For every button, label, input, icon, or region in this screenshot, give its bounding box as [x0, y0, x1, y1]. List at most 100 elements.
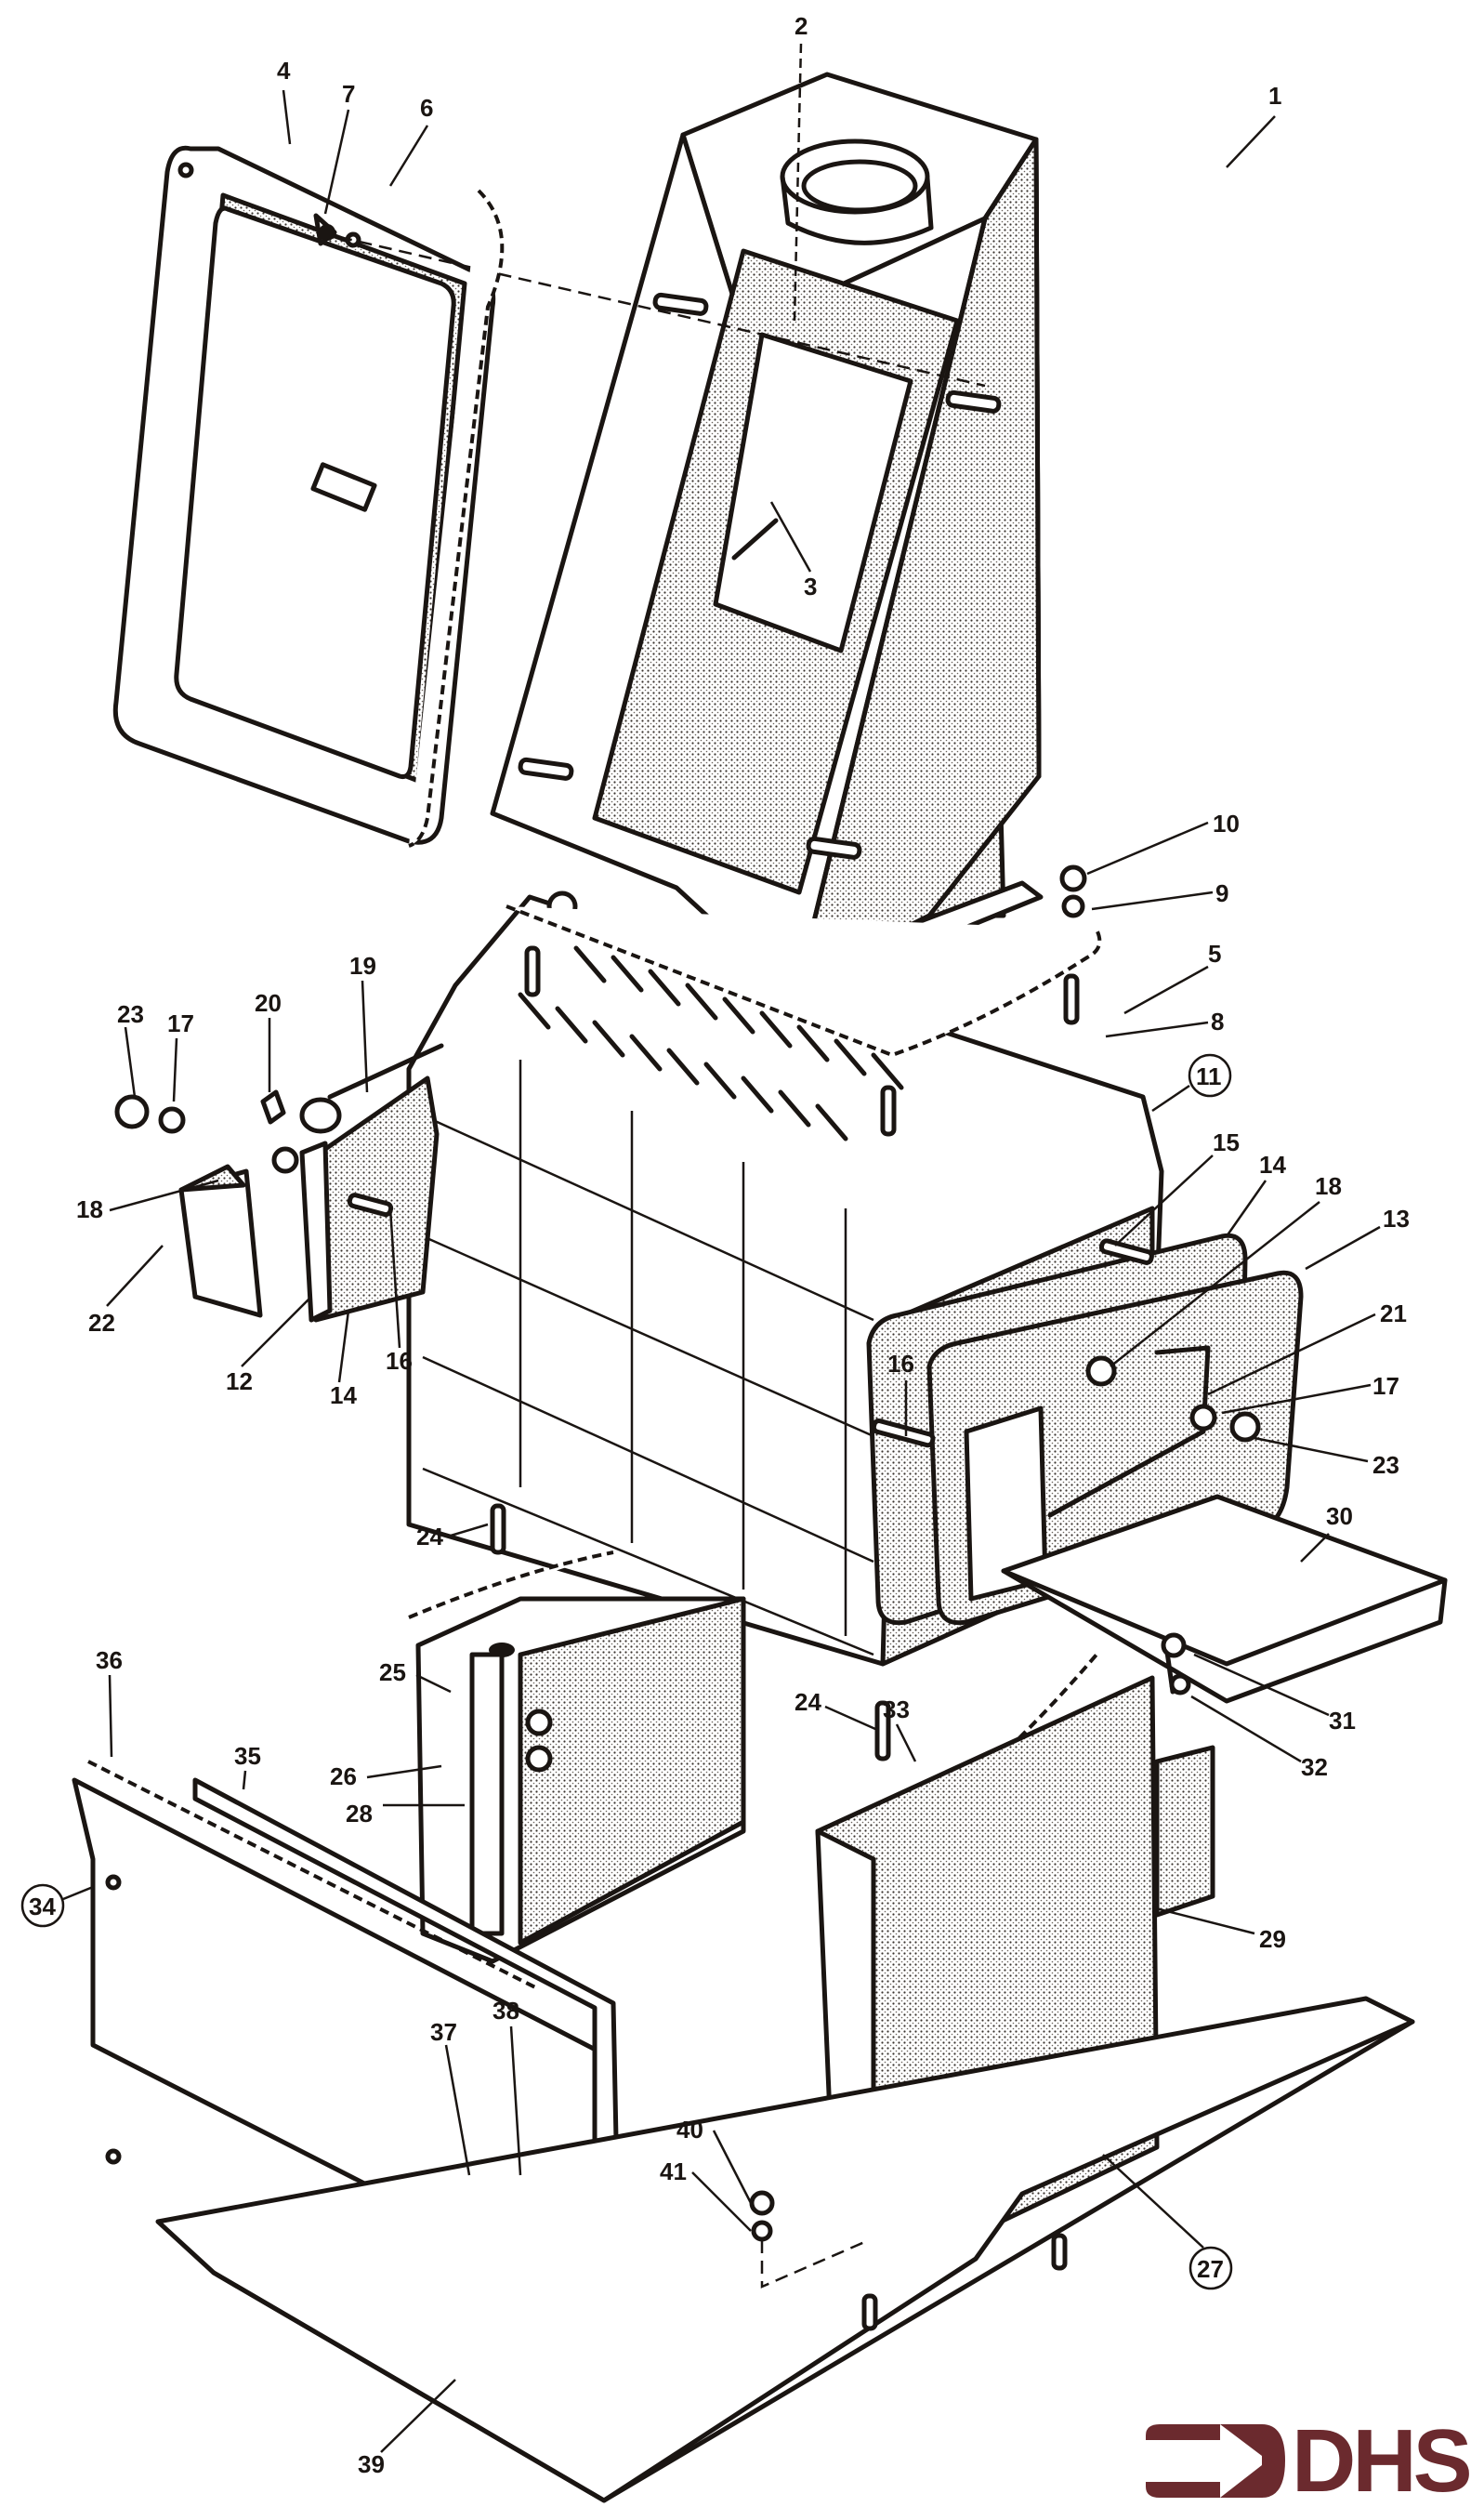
callout-17a: 17: [167, 1009, 194, 1102]
callout-label: 21: [1380, 1300, 1407, 1327]
callout-label: 29: [1259, 1925, 1286, 1953]
leader-line: [108, 1674, 113, 1758]
callout-label: 14: [330, 1381, 357, 1409]
callout-9: 9: [1091, 879, 1228, 911]
callout-31: 31: [1193, 1653, 1356, 1735]
callout-13: 13: [1305, 1205, 1410, 1271]
callout-label: 24: [795, 1688, 821, 1716]
callout-circle: [1188, 1053, 1232, 1098]
leader-line: [1207, 1313, 1376, 1396]
callout-38: 38: [492, 1997, 522, 2176]
callout-29: 29: [1151, 1906, 1286, 1953]
leader-line: [1305, 1225, 1381, 1271]
callout-18b: 18: [1110, 1172, 1342, 1367]
callout-15: 15: [1114, 1128, 1240, 1247]
callout-34: 34: [20, 1883, 94, 1928]
leader-line: [415, 1673, 452, 1694]
leader-line: [1086, 821, 1209, 876]
callout-label: 18: [1315, 1172, 1342, 1200]
leader-line: [1151, 1906, 1255, 1935]
callout-8: 8: [1105, 1008, 1224, 1038]
callout-label: 38: [492, 1997, 519, 2025]
callout-label: 35: [234, 1742, 261, 1770]
callout-label: 4: [277, 57, 291, 85]
callout-37: 37: [430, 2018, 471, 2176]
leader-line: [109, 1179, 219, 1212]
leader-line: [691, 2171, 752, 2232]
callout-label: 37: [430, 2018, 457, 2046]
leader-line: [444, 2044, 471, 2176]
callout-7: 7: [323, 80, 355, 215]
callout-circle: [20, 1883, 65, 1928]
callout-14b: 14: [330, 1310, 357, 1409]
callout-12: 12: [226, 1296, 312, 1395]
callout-3: 3: [769, 501, 817, 600]
leader-line: [380, 2379, 456, 2453]
callout-label: 33: [883, 1695, 910, 1723]
callout-22: 22: [88, 1245, 164, 1337]
callout-label: 22: [88, 1309, 115, 1337]
leader-line: [388, 125, 429, 187]
leader-line: [1225, 1180, 1267, 1237]
leader-line: [793, 43, 803, 322]
callout-label: 7: [342, 80, 355, 108]
callout-label: 31: [1329, 1707, 1356, 1735]
callout-4: 4: [277, 57, 292, 145]
callouts: 1 2 3 4 5 6 7 8 9 10 11 12 13 14 14 15 1…: [20, 12, 1410, 2478]
callout-label: 11: [1196, 1062, 1222, 1090]
callout-16a: 16: [386, 1207, 413, 1375]
leader-line: [124, 1026, 137, 1098]
leader-line: [1114, 1154, 1214, 1247]
part-6-rope-seal: [408, 189, 505, 848]
part-4-door: [112, 145, 986, 845]
leader-line: [824, 1705, 876, 1731]
leader-line: [769, 501, 812, 573]
callout-label: 9: [1215, 879, 1228, 907]
leader-line: [1102, 2154, 1204, 2249]
callout-26: 26: [330, 1762, 442, 1790]
callout-33: 33: [883, 1695, 917, 1762]
leader-line: [172, 1037, 178, 1102]
callout-2: 2: [793, 12, 808, 322]
part-1-hood: [490, 72, 1087, 1011]
callout-label: 23: [117, 1000, 144, 1028]
callout-6: 6: [388, 94, 433, 187]
callout-25: 25: [379, 1658, 452, 1694]
dhs-logo-icon: [1146, 2424, 1285, 2498]
leader-line: [282, 89, 292, 145]
leader-line: [388, 1207, 401, 1349]
callout-label: 36: [96, 1646, 123, 1674]
callout-label: 19: [349, 952, 376, 980]
callout-label: 10: [1213, 810, 1240, 838]
callout-label: 3: [804, 573, 817, 600]
callout-label: 16: [887, 1350, 914, 1378]
leader-line: [323, 109, 350, 215]
callout-11: 11: [1151, 1053, 1232, 1113]
arrow-bracket-icon: [1146, 2424, 1285, 2498]
callout-label: 14: [1259, 1151, 1286, 1179]
callout-label: 28: [346, 1800, 373, 1827]
callout-label: 12: [226, 1367, 253, 1395]
leader-line: [1105, 1021, 1209, 1038]
callout-18a: 18: [76, 1179, 219, 1223]
callout-28: 28: [346, 1800, 465, 1827]
callout-label: 20: [255, 989, 282, 1017]
callout-label: 6: [420, 94, 433, 122]
leader-line: [1190, 1695, 1302, 1763]
leader-line: [366, 1764, 442, 1779]
callout-21: 21: [1207, 1300, 1407, 1396]
leader-line: [337, 1310, 350, 1383]
callout-label: 34: [29, 1893, 56, 1920]
leader-line: [1226, 115, 1276, 168]
callout-label: 26: [330, 1762, 357, 1790]
callout-10: 10: [1086, 810, 1240, 876]
callout-label: 1: [1268, 82, 1281, 110]
callout-32: 32: [1190, 1695, 1328, 1781]
leader-line: [242, 1770, 247, 1790]
leader-line: [361, 980, 369, 1093]
leader-line: [1221, 1383, 1372, 1415]
callout-36: 36: [96, 1646, 123, 1758]
leader-line: [62, 1885, 94, 1901]
callout-label: 24: [416, 1523, 443, 1550]
